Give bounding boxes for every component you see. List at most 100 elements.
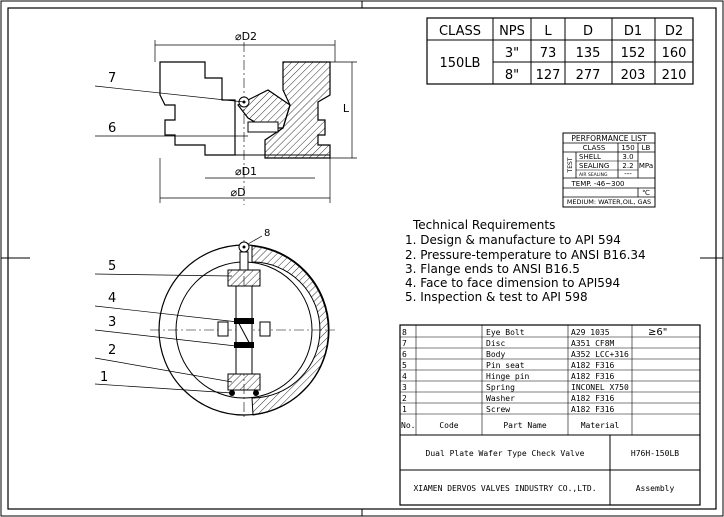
disc-lug-right (259, 321, 271, 337)
eye-bolt-center (242, 245, 246, 249)
dim-r1-d: 135 (576, 46, 601, 61)
model-number: H76H-150LB (631, 449, 679, 458)
callout-7-leader (94, 85, 245, 103)
callout-5: 5 (108, 259, 116, 274)
bom-header-part-name: Part Name (503, 421, 547, 430)
bom-r1-name: Eye Bolt (486, 328, 525, 337)
bom-r7-no: 2 (402, 394, 407, 403)
l-label: L (343, 102, 350, 115)
requirement-2: 2. Pressure-temperature to ANSI B16.34 (405, 248, 646, 262)
plan-view: 8 5 4 3 2 1 (94, 228, 335, 420)
callout-7: 7 (108, 71, 116, 86)
dim-r1-l: 73 (540, 46, 557, 61)
requirement-5: 5. Inspection & test to API 598 (405, 290, 588, 304)
dim-header-nps: NPS (499, 24, 525, 39)
performance-air-label: AIR SEALING (579, 172, 608, 178)
dim-header-d: D (583, 24, 593, 39)
bom-r4-material: A182 F316 (571, 361, 615, 370)
seat-ring (247, 121, 279, 133)
callout-3: 3 (108, 315, 116, 330)
bom-r8-material: A182 F316 (571, 405, 615, 414)
bom-header-code: Code (439, 421, 458, 430)
bom-r8-no: 1 (402, 405, 407, 414)
performance-shell-label: SHELL (579, 153, 601, 161)
performance-class-label: CLASS (583, 144, 606, 152)
callout-8-leader (247, 235, 263, 245)
bom-r6-name: Spring (486, 383, 515, 392)
bom-r3-name: Body (486, 350, 505, 359)
company-name: XIAMEN DERVOS VALVES INDUSTRY CO.,LTD. (413, 484, 596, 493)
bom-header-no: No. (401, 421, 415, 430)
bom-r6-no: 3 (402, 383, 407, 392)
dim-header-l: L (544, 24, 552, 39)
bom-r1-note: ≥6" (648, 327, 667, 338)
callout-1-leader (94, 383, 233, 394)
d-label: ⌀D (230, 186, 245, 199)
performance-shell-value: 3.0 (622, 153, 633, 161)
disc-section (237, 89, 291, 129)
requirement-3: 3. Flange ends to ANSI B16.5 (405, 262, 580, 276)
callout-2: 2 (108, 343, 116, 358)
callout-4-leader (94, 305, 239, 323)
dim-header-d2: D2 (665, 24, 683, 39)
performance-medium: MEDIUM: WATER,OIL, GAS (567, 198, 651, 206)
spring-coil-upper (234, 318, 254, 324)
dim-r2-d: 277 (576, 68, 601, 83)
performance-sealing-label: SEALING (579, 162, 609, 170)
bom-r4-name: Pin seat (486, 361, 525, 370)
performance-temp-unit: ℃ (642, 189, 650, 197)
bom-r1-material: A29 1035 (571, 328, 610, 337)
dim-r1-nps: 3" (505, 46, 519, 61)
bom-r4-no: 5 (402, 361, 407, 370)
dim-header-d1: D1 (624, 24, 642, 39)
callout-3-leader (94, 329, 237, 347)
bottom-pin-seat (227, 373, 261, 391)
callout-1: 1 (100, 370, 108, 385)
callout-6: 6 (108, 121, 116, 136)
spring-coil-lower (234, 342, 254, 348)
d2-label: ⌀D2 (235, 30, 257, 43)
dim-class-value: 150LB (440, 56, 481, 71)
dim-r1-d2: 160 (662, 46, 687, 61)
performance-temp: TEMP. -46~300 (571, 180, 625, 188)
disc-lug-left (217, 321, 229, 337)
performance-sealing-value: 2.2 (622, 162, 633, 170)
bom-header-material: Material (581, 421, 620, 430)
dim-r2-nps: 8" (505, 68, 519, 83)
performance-class-unit: LB (642, 144, 651, 152)
performance-title: PERFORMANCE LIST (571, 134, 647, 143)
bom-r5-name: Hinge pin (486, 372, 530, 381)
performance-list: PERFORMANCE LIST CLASS 150 LB TEST SHELL… (562, 132, 656, 208)
callout-2-leader (94, 357, 233, 383)
product-name: Dual Plate Wafer Type Check Valve (426, 449, 585, 458)
callout-4: 4 (108, 291, 116, 306)
requirement-1: 1. Design & manufacture to API 594 (405, 233, 621, 247)
callout-8: 8 (264, 228, 270, 239)
performance-air-value: --- (624, 170, 632, 178)
bom-r2-no: 7 (402, 339, 407, 348)
bom-r5-no: 4 (402, 372, 407, 381)
dim-header-class: CLASS (439, 24, 481, 39)
bom-r2-name: Disc (486, 339, 505, 348)
performance-test-label: TEST (567, 157, 574, 173)
dim-r2-d2: 210 (662, 68, 687, 83)
bom-r7-name: Washer (486, 394, 515, 403)
d1-label: ⌀D1 (235, 165, 257, 178)
section-view: ⌀D2 L ⌀D1 ⌀D 7 6 (94, 30, 357, 205)
eye-bolt-stem (239, 251, 249, 271)
bom-table: 8 Eye Bolt A29 1035 ≥6" 7 Disc A351 CF8M… (399, 324, 701, 506)
body-hatched-ring (251, 245, 329, 416)
performance-pressure-unit: MPa (639, 162, 653, 170)
requirement-4: 4. Face to face dimension to API594 (405, 276, 620, 290)
technical-requirements: Technical Requirements 1. Design & manuf… (405, 218, 646, 304)
bom-r3-material: A352 LCC+316 (571, 350, 629, 359)
bom-r8-name: Screw (486, 405, 510, 414)
screw-right (253, 390, 259, 396)
dim-r2-l: 127 (536, 68, 561, 83)
dimension-table: CLASS NPS L D D1 D2 150LB 3" 73 135 152 … (426, 17, 694, 85)
requirements-title: Technical Requirements (412, 218, 555, 232)
spring-wire (235, 317, 253, 349)
body-left-outline (159, 61, 236, 156)
